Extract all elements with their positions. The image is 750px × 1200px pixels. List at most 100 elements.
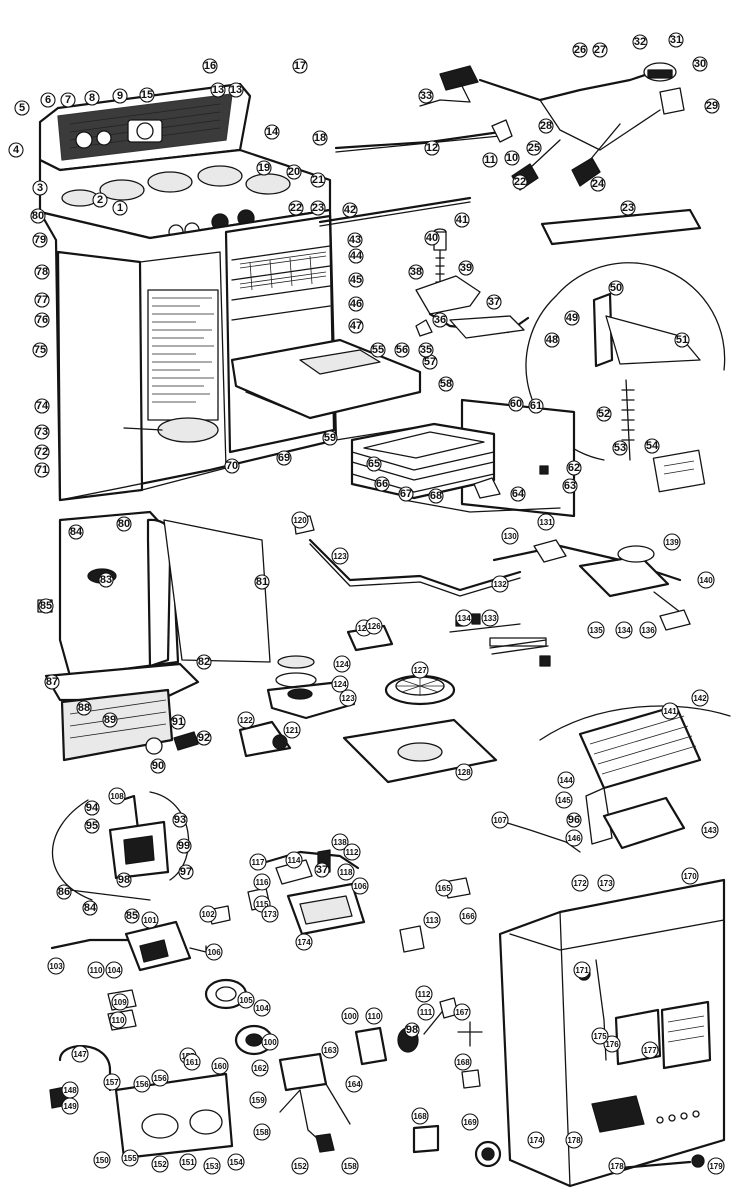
callout-circle [32,342,48,358]
callout-136: 136 [639,621,657,639]
callout-2: 2 [92,192,108,208]
callout-69: 69 [276,450,292,466]
callout-number: 20 [288,166,300,178]
callout-number: 97 [180,866,192,878]
callout-circle [455,609,473,627]
callout-number: 74 [36,400,49,412]
callout-circle [82,900,98,916]
callout-circle [32,180,48,196]
callout-circle [322,430,338,446]
callout-number: 90 [152,760,164,772]
callout-circle [348,272,364,288]
callout-number: 120 [293,516,307,525]
callout-number: 23 [622,202,634,214]
callout-circle [341,1157,359,1175]
callout-circle [93,1151,111,1169]
callout-number: 175 [593,1032,607,1041]
callout-92: 92 [196,730,212,746]
callout-circle [398,486,414,502]
callout-circle [34,462,50,478]
cabinet-back [498,878,726,1188]
callout-number: 110 [368,1012,381,1021]
callout-101: 101 [141,911,159,929]
callout-number: 115 [256,900,269,909]
callout-number: 54 [646,440,659,452]
callout-number: 121 [285,726,299,735]
callout-25: 25 [526,140,542,156]
callout-circle [108,787,126,805]
callout-number: 163 [323,1046,337,1055]
callout-circle [251,1059,269,1077]
callout-number: 70 [226,460,238,472]
callout-174: 174 [527,1131,545,1149]
callout-number: 71 [36,464,48,476]
callout-number: 105 [239,996,253,1005]
callout-number: 25 [528,142,540,154]
callout-circle [34,264,50,280]
pilot-assembly [50,920,274,1056]
callout-circle [491,811,509,829]
callout-number: 164 [347,1080,361,1089]
callout-number: 178 [567,1136,581,1145]
callout-circle [691,689,709,707]
callout-circle [435,879,453,897]
callout-number: 57 [424,356,436,368]
callout-60: 60 [508,396,524,412]
callout-31: 31 [668,32,684,48]
callout-9: 9 [112,88,128,104]
callout-number: 96 [568,814,580,826]
callout-circle [44,674,60,690]
callout-134: 134 [615,621,633,639]
callout-number: 79 [34,234,46,246]
callout-circle [491,575,509,593]
callout-28: 28 [538,118,554,134]
callout-circle [202,58,218,74]
callout-41: 41 [454,212,470,228]
callout-number: 44 [350,250,363,262]
callout-66: 66 [374,476,390,492]
callout-circle [411,1107,429,1125]
callout-29: 29 [704,98,720,114]
callout-151: 151 [179,1153,197,1171]
callout-number: 66 [376,478,388,490]
callout-circle [176,838,192,854]
callout-161: 161 [183,1053,201,1071]
callout-144: 144 [557,771,575,789]
callout-circle [47,957,65,975]
callout-4: 4 [8,142,24,158]
callout-105: 105 [237,991,255,1009]
callout-number: 125 [357,624,371,633]
callout-circle [555,791,573,809]
callout-circle [415,985,433,1003]
callout-106: 106 [351,877,369,895]
callout-number: 172 [573,879,587,888]
callout-number: 155 [123,1154,137,1163]
callout-circle [504,150,520,166]
callout-6: 6 [40,92,56,108]
callout-circle [196,730,212,746]
callout-circle [237,991,255,1009]
callout-number: 48 [546,334,558,346]
callout-96: 96 [566,812,582,828]
callout-circle [285,851,303,869]
callout-circle [620,200,636,216]
callout-number: 22 [290,202,302,214]
callout-circle [261,905,279,923]
callout-number: 49 [566,312,578,324]
callout-number: 37 [488,296,500,308]
callout-circle [295,933,313,951]
callout-160: 160 [211,1057,229,1075]
callout-number: 112 [346,848,359,857]
callout-141: 141 [661,702,679,720]
callout-circle [283,721,301,739]
callout-circle [587,621,605,639]
callout-number: 101 [143,916,157,925]
callout-circle [538,118,554,134]
callout-circle [210,82,226,98]
callout-number: 145 [557,796,571,805]
callout-number: 17 [294,60,306,72]
callout-circle [84,800,100,816]
broiler-pans [350,398,576,518]
callout-circle [573,961,591,979]
callout-number: 106 [207,948,221,957]
